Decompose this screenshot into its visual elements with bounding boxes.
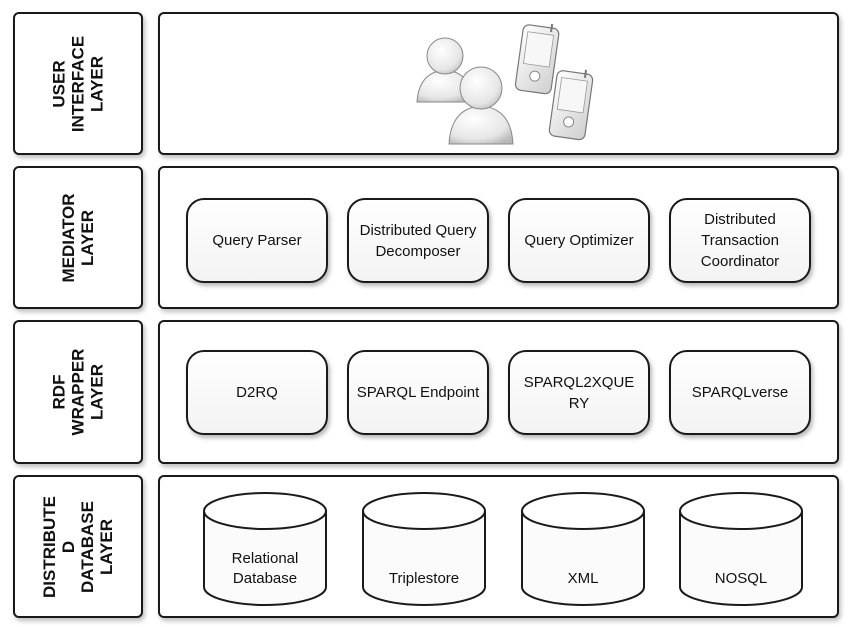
database-label: Relational Database [231,550,299,587]
ui-icon-group [415,20,595,150]
nosql-cylinder: NOSQL [678,491,804,607]
database-cylinder-icon [679,492,803,606]
distributed-query-decomposer-component: Distributed Query Decomposer [347,198,489,283]
user-interface-layer-label: USER INTERFACE LAYER [13,12,143,155]
xml-cylinder: XML [520,491,646,607]
rdf-wrapper-layer-label: RDF WRAPPER LAYER [13,320,143,464]
layer-label-text: MEDIATOR LAYER [59,192,97,283]
sparqlverse-component: SPARQLverse [669,350,811,435]
database-label: Triplestore [388,570,460,587]
layer-label-text: DISTRIBUTE D DATABASE LAYER [40,495,116,598]
query-optimizer-component: Query Optimizer [508,198,650,283]
mediator-layer-label: MEDIATOR LAYER [13,166,143,309]
query-parser-component: Query Parser [186,198,328,283]
triplestore-cylinder: Triplestore [361,491,487,607]
rdf-wrapper-layer-panel: D2RQ SPARQL Endpoint SPARQL2XQUE RY SPAR… [158,320,839,464]
relational-database-cylinder: Relational Database [202,491,328,607]
sparql2xquery-component: SPARQL2XQUE RY [508,350,650,435]
database-cylinder-icon [203,492,327,606]
database-label: NOSQL [714,570,768,587]
user-interface-layer-panel [158,12,839,155]
database-label: XML [567,570,599,587]
mobile-device-icon [514,23,594,141]
database-cylinder-icon [362,492,486,606]
d2rq-component: D2RQ [186,350,328,435]
layer-label-text: RDF WRAPPER LAYER [49,348,107,436]
sparql-endpoint-component: SPARQL Endpoint [347,350,489,435]
database-cylinder-icon [521,492,645,606]
layer-label-text: USER INTERFACE LAYER [49,35,107,132]
user-group-icon [416,37,514,145]
distributed-transaction-coordinator-component: Distributed Transaction Coordinator [669,198,811,283]
distributed-database-layer-panel: Relational Database Triplestore XML NOSQ… [158,475,839,618]
distributed-database-layer-label: DISTRIBUTE D DATABASE LAYER [13,475,143,618]
mediator-layer-panel: Query Parser Distributed Query Decompose… [158,166,839,309]
